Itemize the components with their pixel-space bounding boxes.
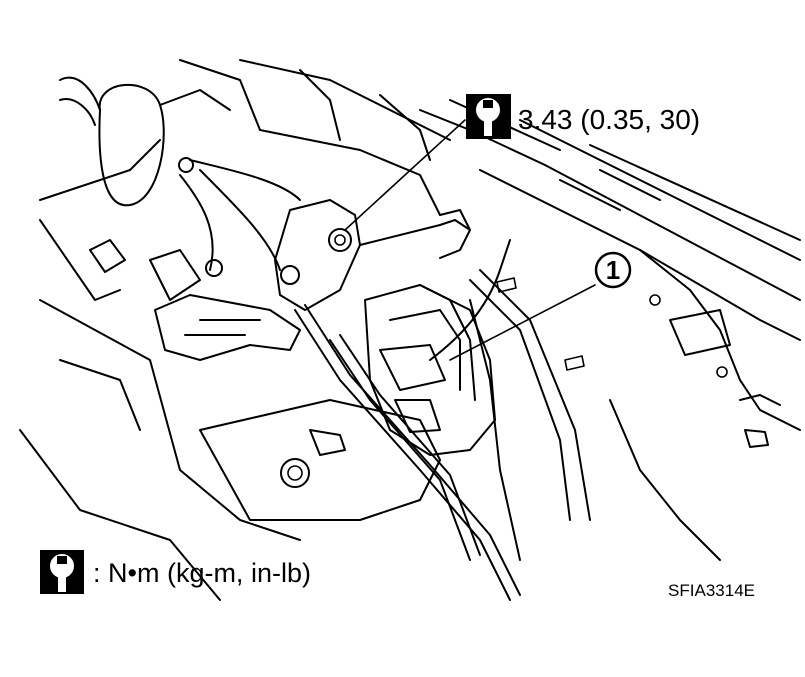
torque-spec: 3.43 (0.35, 30) bbox=[518, 104, 700, 135]
torque-leader-line bbox=[344, 119, 466, 231]
torque-wrench-icon bbox=[466, 94, 511, 139]
torque-units-legend: : N•m (kg-m, in-lb) bbox=[93, 558, 311, 588]
figure-code: SFIA3314E bbox=[668, 581, 755, 600]
engine-bay-illustration bbox=[19, 59, 801, 601]
part-callout-circle bbox=[594, 251, 632, 289]
torque-wrench-icon bbox=[40, 550, 84, 594]
part-callout-number: 1 bbox=[606, 255, 620, 285]
part-leader-line bbox=[449, 284, 596, 361]
